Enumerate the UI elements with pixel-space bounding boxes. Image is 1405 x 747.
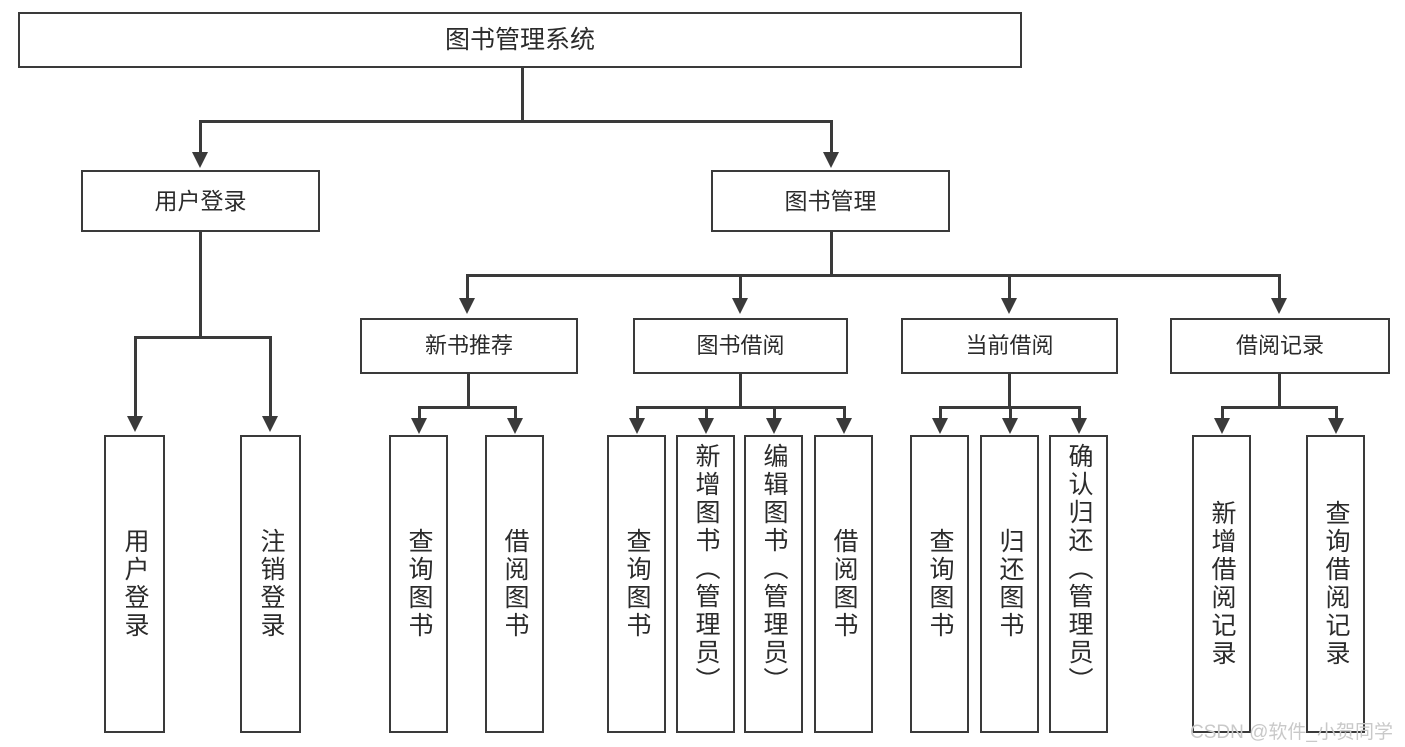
node-label: 新增图书（管理员）: [692, 443, 720, 695]
connector-bm-to-book-borrow: [739, 274, 742, 300]
node-book-management[interactable]: 图书管理: [711, 170, 950, 232]
node-label: 注销登录: [257, 528, 285, 640]
connector-borrow-record-stem: [1278, 374, 1281, 408]
arrow-bm-to-borrow-record: [1271, 298, 1287, 314]
node-borrow-record[interactable]: 借阅记录: [1170, 318, 1390, 374]
node-label: 查询图书: [926, 528, 954, 640]
node-label: 归还图书: [996, 528, 1024, 640]
arrow-user-login-leaf-1: [127, 416, 143, 432]
connector-new-book-bus: [418, 406, 516, 409]
arrow-root-to-book-management: [823, 152, 839, 168]
node-root-book-management-system[interactable]: 图书管理系统: [18, 12, 1022, 68]
node-label: 查询图书: [405, 528, 433, 640]
connector-root-to-user-login: [199, 120, 202, 154]
node-label: 新增借阅记录: [1208, 500, 1236, 668]
connector-new-book-leaf-2: [514, 406, 517, 420]
connector-borrow-record-leaf-1: [1221, 406, 1224, 420]
connector-user-login-bus: [134, 336, 271, 339]
arrow-borrow-record-leaf-1: [1214, 418, 1230, 434]
arrow-current-borrow-leaf-2: [1002, 418, 1018, 434]
connector-current-borrow-leaf-2: [1009, 406, 1012, 420]
arrow-current-borrow-leaf-3: [1071, 418, 1087, 434]
node-label: 编辑图书（管理员）: [760, 443, 788, 695]
connector-book-management-bus: [466, 274, 1278, 277]
connector-book-borrow-bus: [636, 406, 846, 409]
node-new-book-recommend[interactable]: 新书推荐: [360, 318, 578, 374]
arrow-bm-to-book-borrow: [732, 298, 748, 314]
connector-new-book-stem: [467, 374, 470, 408]
arrow-book-borrow-leaf-1: [629, 418, 645, 434]
arrow-book-borrow-leaf-3: [766, 418, 782, 434]
connector-bm-to-borrow-record: [1278, 274, 1281, 300]
node-label: 用户登录: [121, 528, 149, 640]
connector-root-to-book-management: [830, 120, 833, 154]
arrow-bm-to-new-book: [459, 298, 475, 314]
leaf-book-borrow-query-book[interactable]: 查询图书: [607, 435, 666, 733]
connector-bm-to-current-borrow: [1008, 274, 1011, 300]
connector-current-borrow-leaf-1: [939, 406, 942, 420]
node-label: 新书推荐: [424, 333, 513, 359]
connector-user-login-stem: [199, 232, 202, 338]
connector-bm-to-new-book: [466, 274, 469, 300]
connector-book-borrow-leaf-2: [705, 406, 708, 420]
node-user-login[interactable]: 用户登录: [81, 170, 320, 232]
leaf-user-login-login[interactable]: 用户登录: [104, 435, 165, 733]
arrow-current-borrow-leaf-1: [932, 418, 948, 434]
connector-book-borrow-leaf-3: [773, 406, 776, 420]
connector-root-bus: [199, 120, 832, 123]
leaf-borrow-record-query-record[interactable]: 查询借阅记录: [1306, 435, 1365, 733]
connector-borrow-record-leaf-2: [1335, 406, 1338, 420]
node-current-borrow[interactable]: 当前借阅: [901, 318, 1118, 374]
node-label: 借阅图书: [830, 528, 858, 640]
connector-user-login-leaf-1: [134, 336, 137, 418]
leaf-current-borrow-query-book[interactable]: 查询图书: [910, 435, 969, 733]
connector-current-borrow-leaf-3: [1078, 406, 1081, 420]
node-book-borrow[interactable]: 图书借阅: [633, 318, 848, 374]
arrow-book-borrow-leaf-4: [836, 418, 852, 434]
leaf-book-borrow-add-book-admin[interactable]: 新增图书（管理员）: [676, 435, 735, 733]
leaf-new-book-query-book[interactable]: 查询图书: [389, 435, 448, 733]
node-label: 图书管理: [784, 187, 877, 214]
connector-book-borrow-leaf-4: [843, 406, 846, 420]
arrow-new-book-leaf-1: [411, 418, 427, 434]
node-label: 借阅记录: [1235, 333, 1324, 359]
node-label: 图书管理系统: [444, 25, 595, 54]
connector-user-login-leaf-2: [269, 336, 272, 418]
leaf-new-book-borrow-book[interactable]: 借阅图书: [485, 435, 544, 733]
arrow-new-book-leaf-2: [507, 418, 523, 434]
leaf-user-login-logout[interactable]: 注销登录: [240, 435, 301, 733]
node-label: 借阅图书: [501, 528, 529, 640]
leaf-book-borrow-borrow-book[interactable]: 借阅图书: [814, 435, 873, 733]
arrow-bm-to-current-borrow: [1001, 298, 1017, 314]
connector-borrow-record-bus: [1221, 406, 1337, 409]
connector-book-borrow-leaf-1: [636, 406, 639, 420]
node-label: 查询借阅记录: [1322, 500, 1350, 668]
arrow-book-borrow-leaf-2: [698, 418, 714, 434]
connector-current-borrow-stem: [1008, 374, 1011, 408]
leaf-book-borrow-edit-book-admin[interactable]: 编辑图书（管理员）: [744, 435, 803, 733]
node-label: 当前借阅: [965, 333, 1054, 359]
connector-new-book-leaf-1: [418, 406, 421, 420]
node-label: 图书借阅: [696, 333, 785, 359]
leaf-current-borrow-confirm-return-admin[interactable]: 确认归还（管理员）: [1049, 435, 1108, 733]
arrow-borrow-record-leaf-2: [1328, 418, 1344, 434]
node-label: 查询图书: [623, 528, 651, 640]
node-label: 用户登录: [154, 187, 247, 214]
arrow-root-to-user-login: [192, 152, 208, 168]
node-label: 确认归还（管理员）: [1065, 443, 1093, 695]
connector-root-stem: [521, 68, 524, 122]
leaf-borrow-record-add-record[interactable]: 新增借阅记录: [1192, 435, 1251, 733]
leaf-current-borrow-return-book[interactable]: 归还图书: [980, 435, 1039, 733]
arrow-user-login-leaf-2: [262, 416, 278, 432]
connector-book-management-stem: [830, 232, 833, 276]
connector-book-borrow-stem: [739, 374, 742, 408]
